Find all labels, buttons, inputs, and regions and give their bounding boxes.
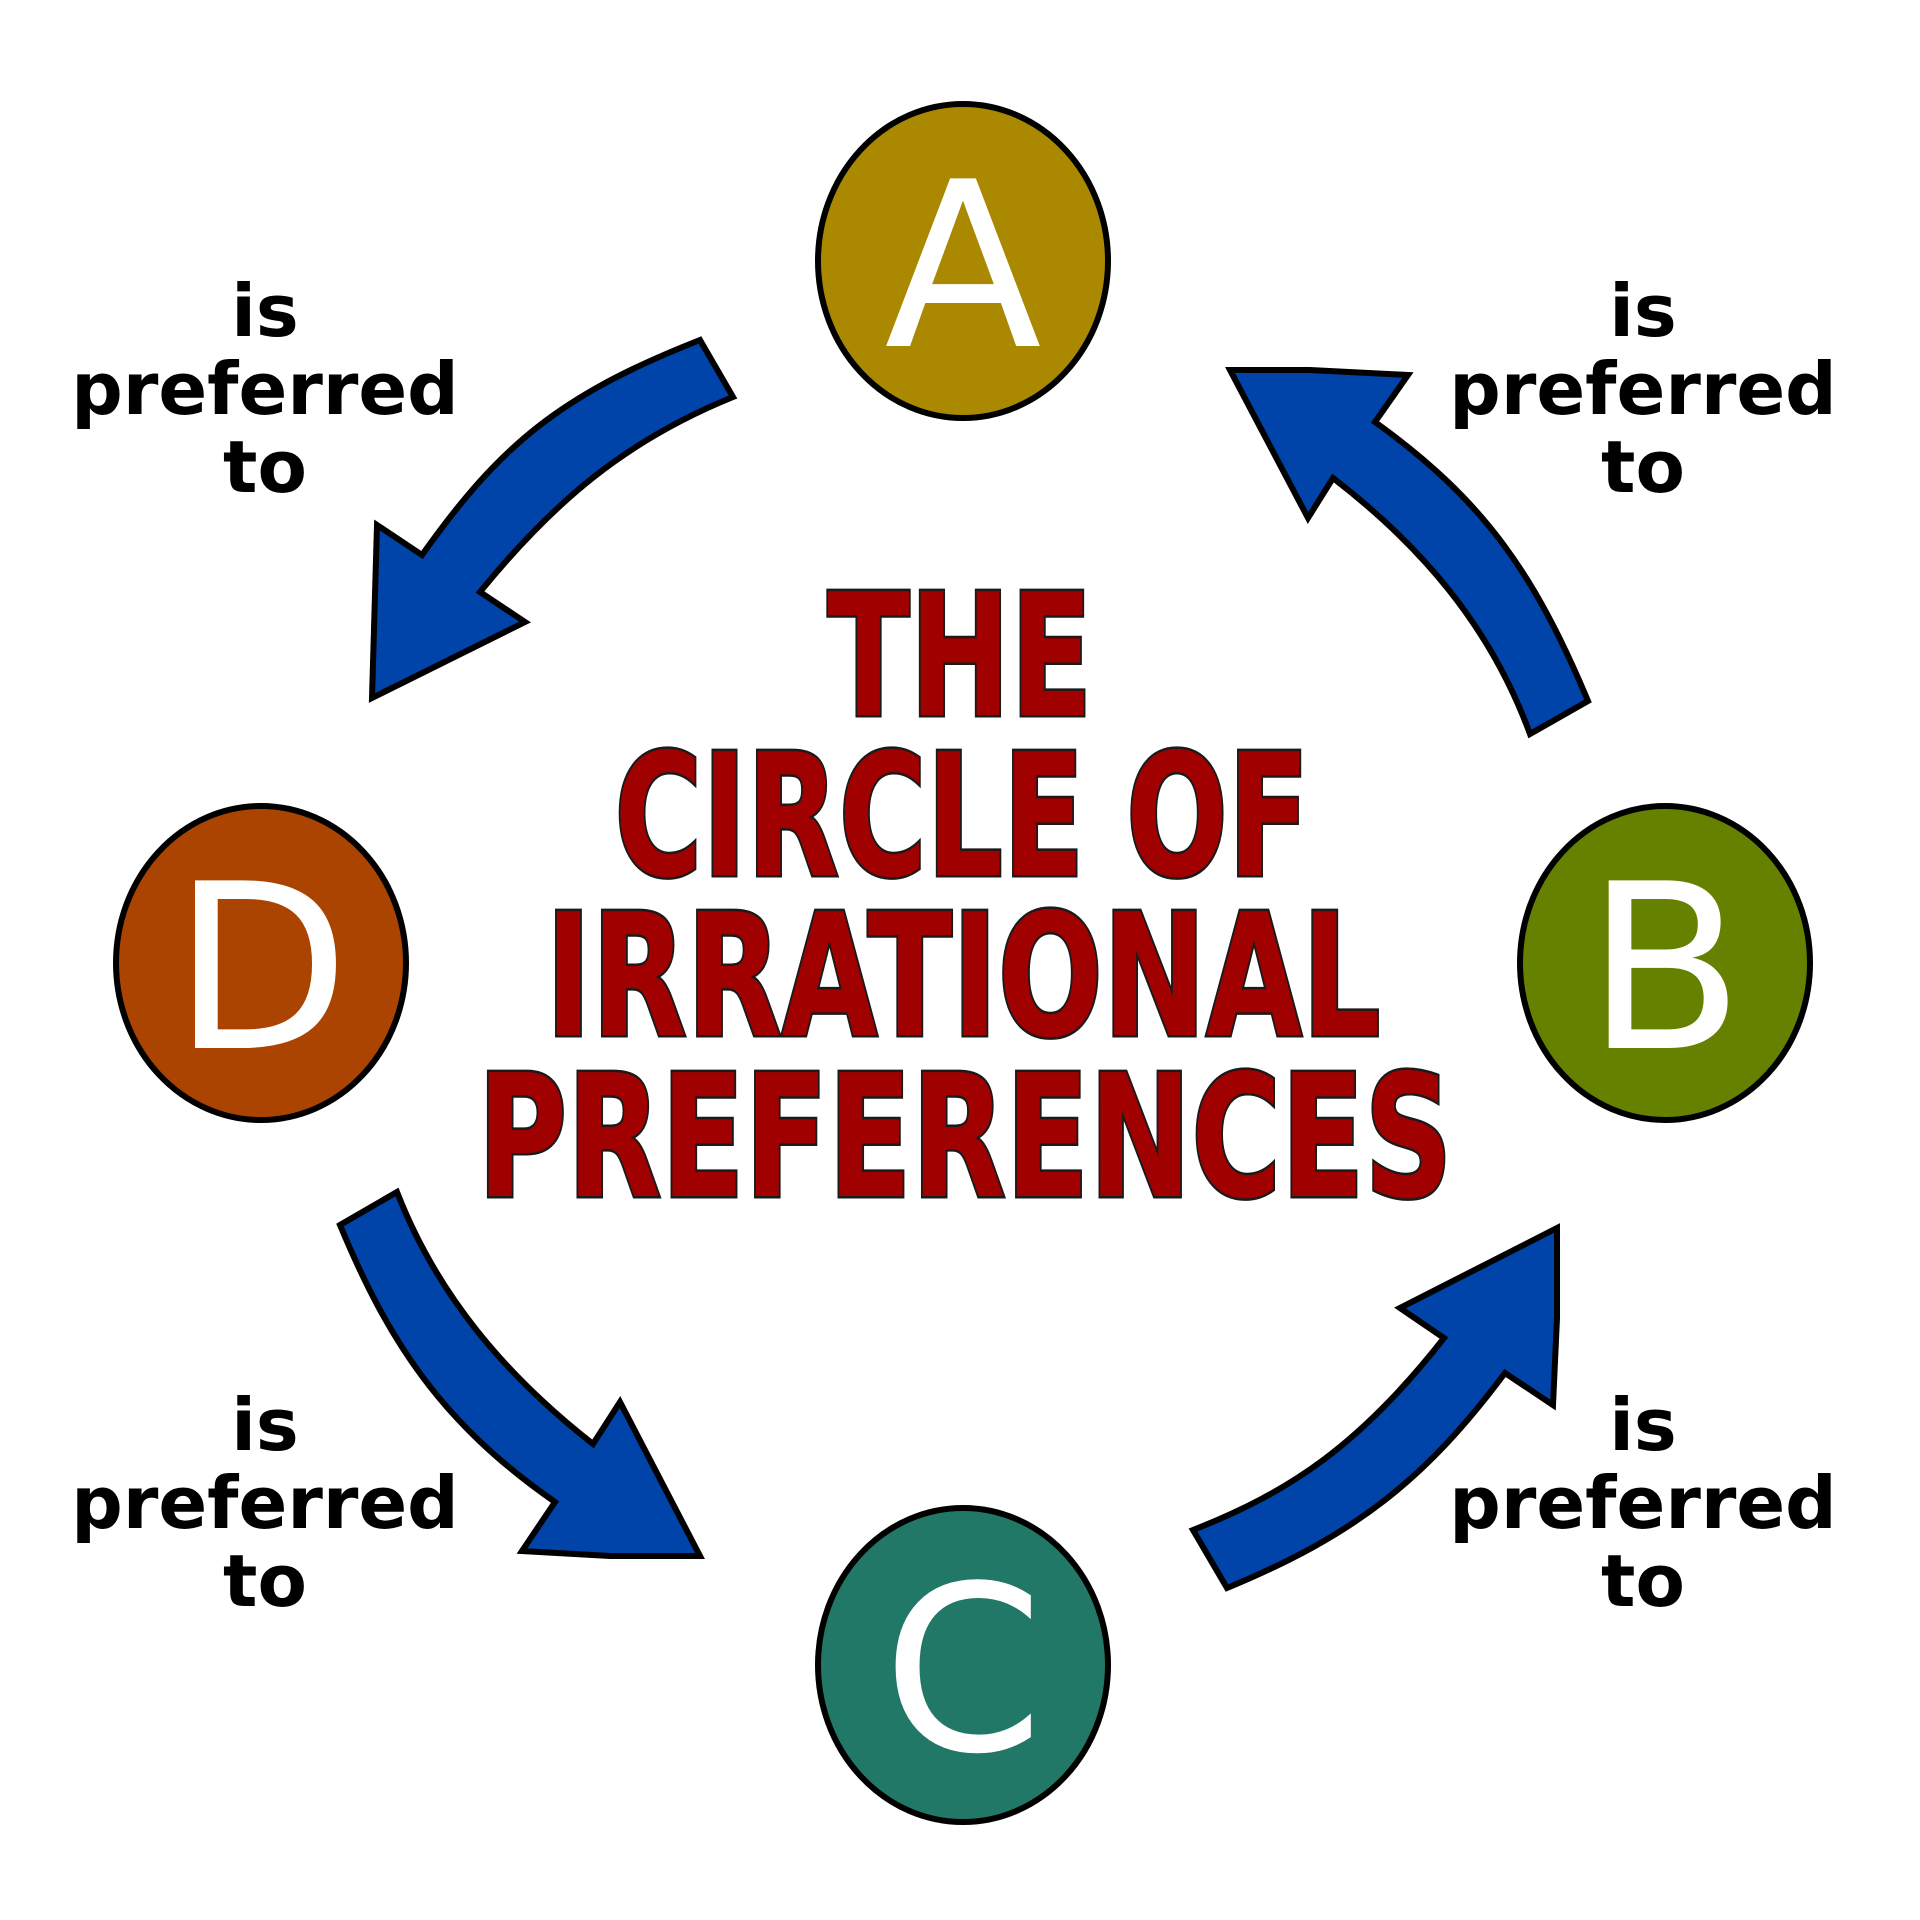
title-line-3: IRRATIONAL xyxy=(546,878,1381,1076)
node-a-circle xyxy=(815,101,1111,421)
node-b-letter: B xyxy=(1586,836,1744,1103)
node-d-letter: D xyxy=(172,836,349,1103)
edge-label-line: to xyxy=(223,1539,307,1623)
edge-label-line: is xyxy=(231,269,299,353)
edge-label-line: is xyxy=(1609,1383,1677,1467)
node-a: A xyxy=(815,101,1111,421)
node-c-letter: C xyxy=(883,1538,1044,1805)
edge-label-c-to-b: is preferred to xyxy=(1449,1383,1836,1623)
title-line-2: CIRCLE OF xyxy=(615,718,1310,916)
node-a-letter: A xyxy=(884,134,1041,401)
node-b: B xyxy=(1517,803,1813,1123)
edge-label-d-to-c: is preferred to xyxy=(71,1383,458,1623)
arrow-c-to-b xyxy=(1188,1223,1560,1592)
diagram-title: THE CIRCLE OF IRRATIONAL PREFERENCES xyxy=(475,556,1455,1240)
edge-label-b-to-a: is preferred to xyxy=(1449,269,1836,509)
edge-label-line: to xyxy=(223,425,307,509)
arrow-a-to-d xyxy=(368,336,738,703)
edge-label-line: preferred xyxy=(71,1461,458,1545)
edge-label-line: preferred xyxy=(1449,347,1836,431)
node-c: C xyxy=(815,1505,1111,1825)
edge-label-line: preferred xyxy=(1449,1461,1836,1545)
arrow-d-to-c xyxy=(336,1187,705,1559)
node-d-circle xyxy=(113,803,409,1123)
title-line-4: PREFERENCES xyxy=(478,1039,1453,1237)
edge-label-line: to xyxy=(1601,1539,1685,1623)
title-line-1: THE xyxy=(828,558,1093,756)
node-b-circle xyxy=(1517,803,1813,1123)
arrow-b-to-a xyxy=(1225,367,1592,739)
edge-label-line: is xyxy=(1609,269,1677,353)
node-d: D xyxy=(113,803,409,1123)
edge-label-line: preferred xyxy=(71,347,458,431)
edge-label-line: to xyxy=(1601,425,1685,509)
edge-label-a-to-d: is preferred to xyxy=(71,269,458,509)
edge-label-line: is xyxy=(231,1383,299,1467)
node-c-circle xyxy=(815,1505,1111,1825)
arrows xyxy=(336,336,1592,1592)
